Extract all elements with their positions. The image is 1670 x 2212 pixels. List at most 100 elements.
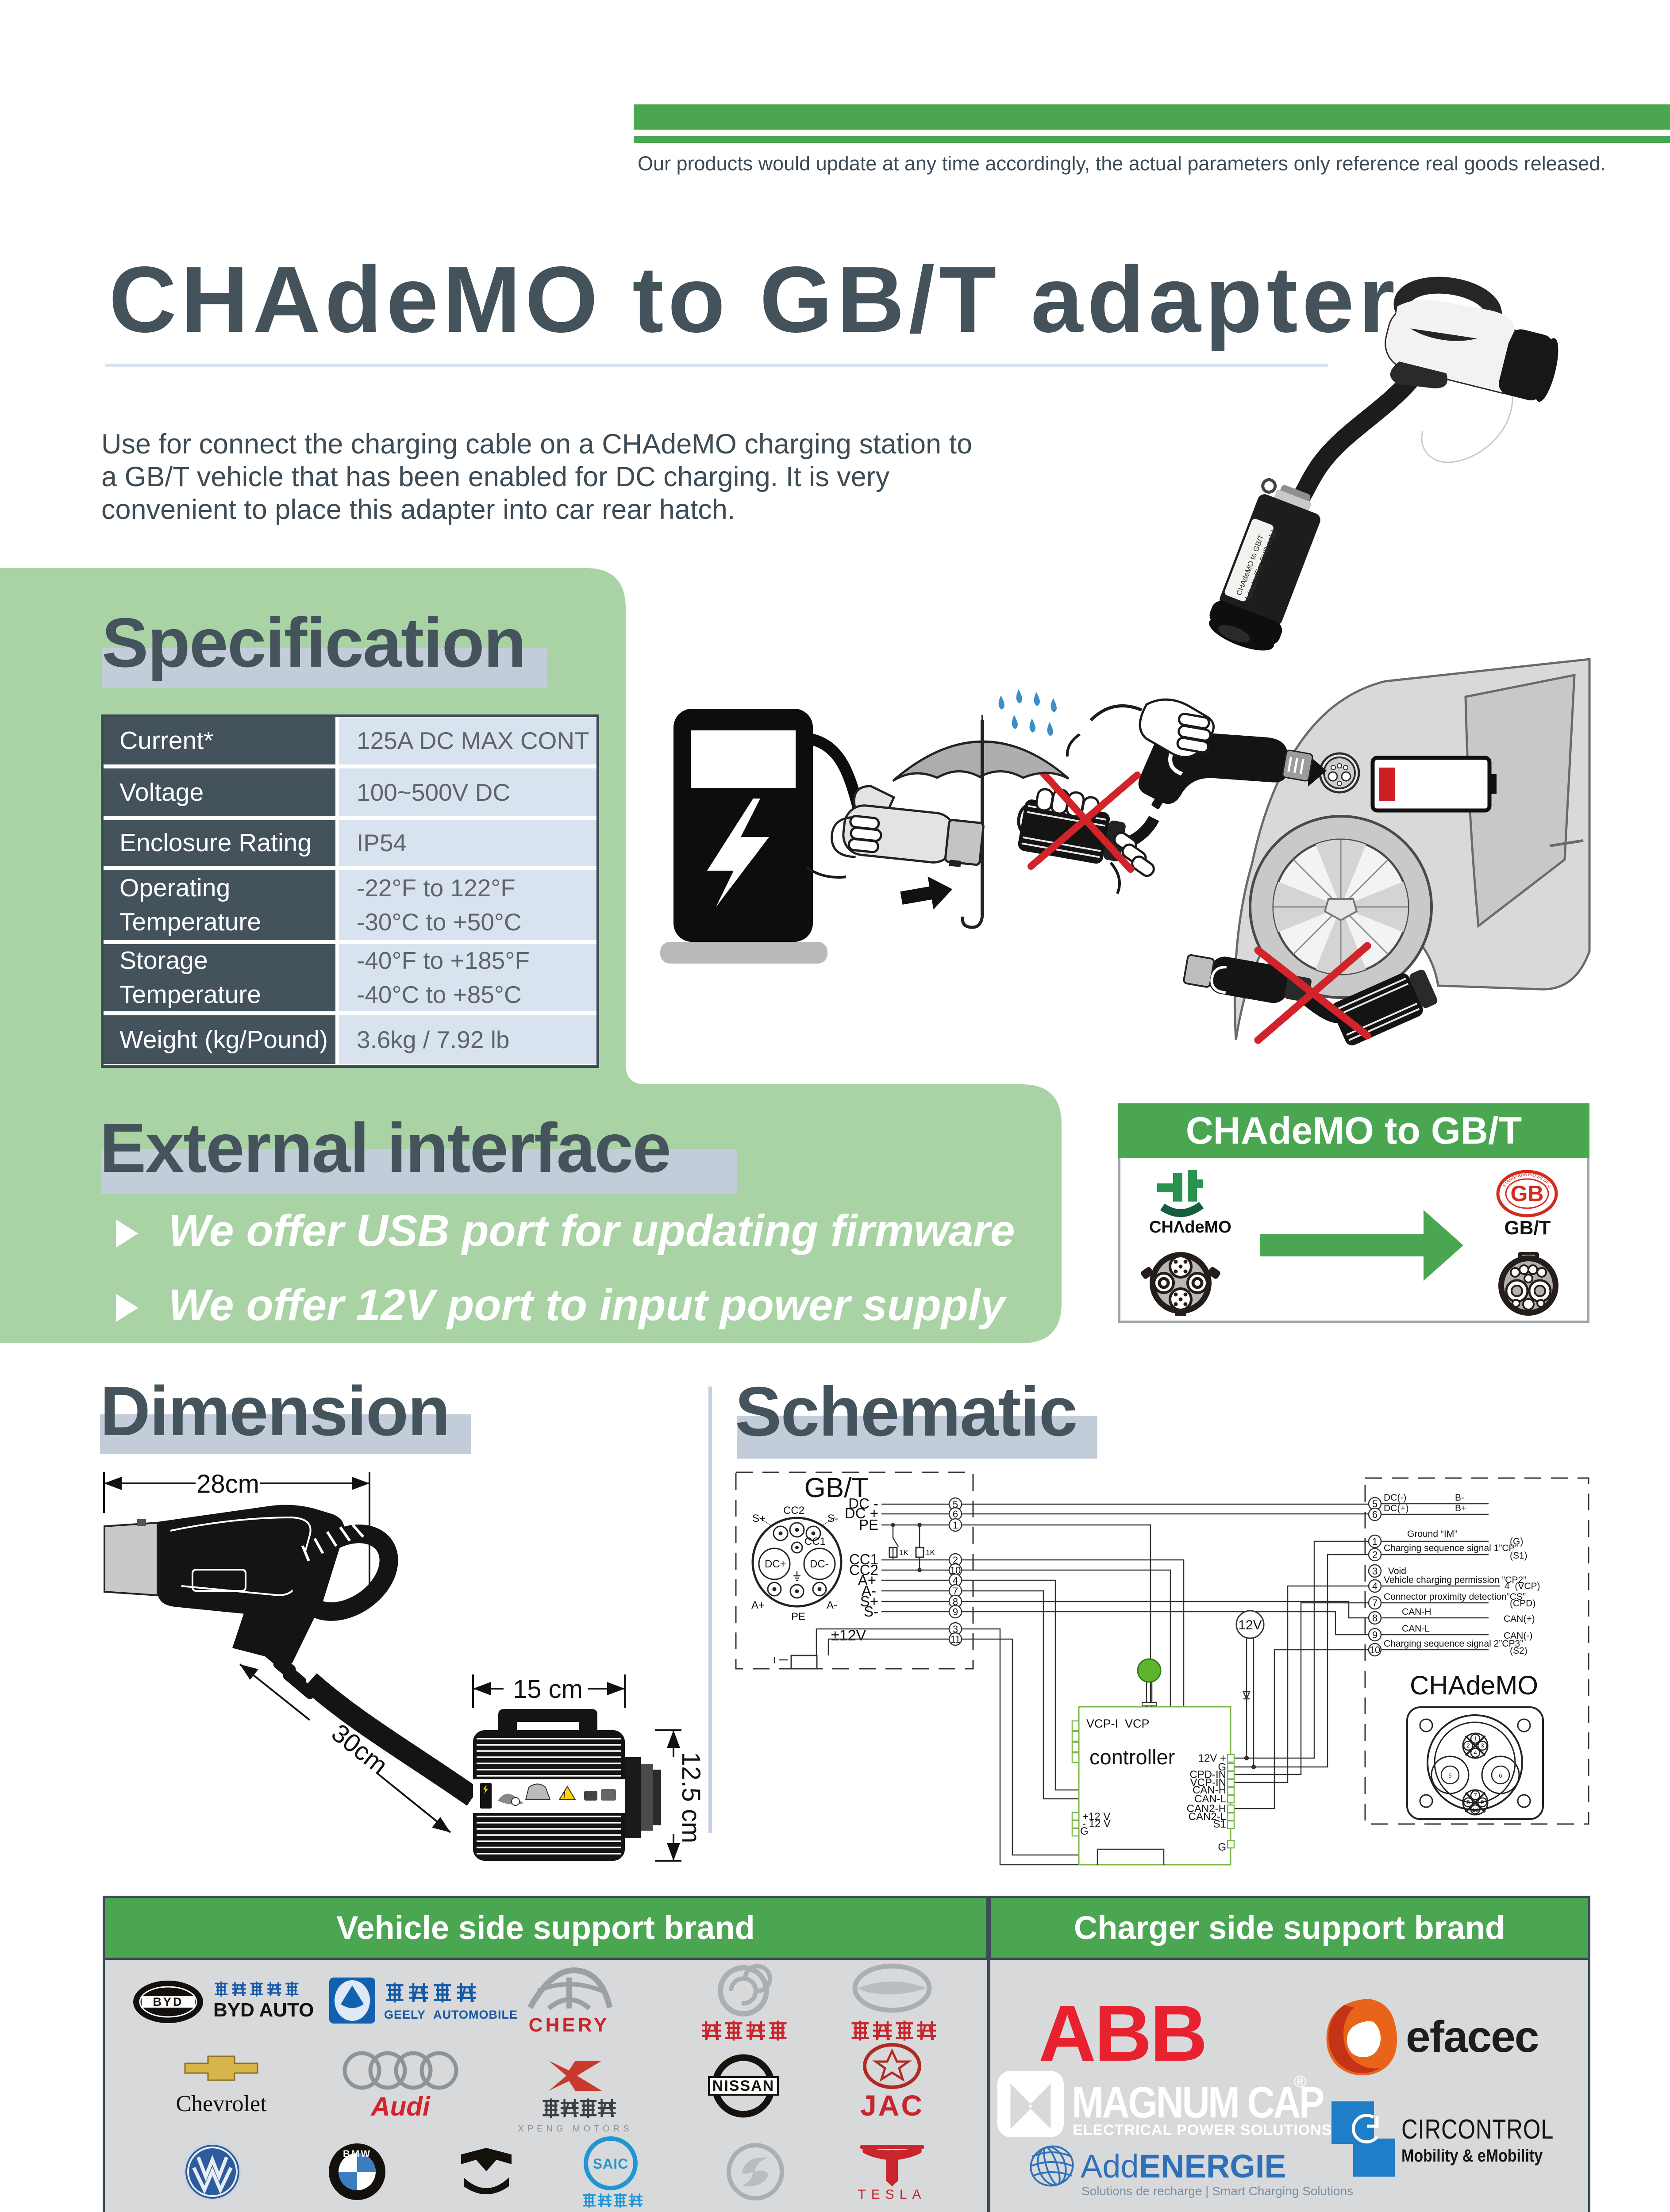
svg-text:VCP-I VCP: VCP-I VCP <box>1086 1717 1150 1730</box>
svg-text:CHΛdeMO: CHΛdeMO <box>1149 1218 1231 1237</box>
svg-text:- 12 V: - 12 V <box>1082 1818 1111 1830</box>
svg-text:DC+: DC+ <box>765 1558 786 1570</box>
svg-text:CHERY: CHERY <box>529 2014 609 2036</box>
svg-text:CAN-H: CAN-H <box>1193 1784 1226 1796</box>
svg-text:BYD: BYD <box>153 1995 183 2008</box>
svg-text:CAN2-H: CAN2-H <box>1187 1803 1226 1815</box>
svg-text:Ground “IM”: Ground “IM” <box>1407 1529 1457 1539</box>
svg-text:AddENERGIE: AddENERGIE <box>1081 2148 1286 2185</box>
svg-text:CC1: CC1 <box>804 1536 826 1548</box>
svg-text:10: 10 <box>950 1565 961 1576</box>
svg-text:S-: S- <box>827 1513 838 1525</box>
svg-text:(G): (G) <box>1510 1536 1523 1547</box>
svg-text:(S2): (S2) <box>1510 1646 1528 1656</box>
svg-text:MAGNUM CAP: MAGNUM CAP <box>1072 2078 1323 2127</box>
svg-text:G: G <box>1080 1825 1089 1837</box>
svg-text:3: 3 <box>953 1624 958 1635</box>
svg-text:®: ® <box>1294 2073 1306 2091</box>
svg-text:9: 9 <box>1372 1629 1378 1640</box>
svg-text:5: 5 <box>1448 1772 1451 1779</box>
svg-text:A+: A+ <box>751 1599 765 1611</box>
svg-text:CAN-L: CAN-L <box>1194 1793 1226 1805</box>
svg-text:CAN(+): CAN(+) <box>1504 1614 1535 1624</box>
svg-text:5: 5 <box>1372 1498 1378 1509</box>
svg-text:BYD AUTO: BYD AUTO <box>213 1999 314 2021</box>
svg-text:B-: B- <box>1455 1493 1464 1503</box>
svg-text:Mobility & eMobility: Mobility & eMobility <box>1401 2145 1543 2165</box>
svg-text:2: 2 <box>1466 1742 1470 1749</box>
svg-text:8: 8 <box>1372 1613 1378 1624</box>
svg-text:1K: 1K <box>899 1548 908 1557</box>
svg-text:Vehicle charging permission ”C: Vehicle charging permission ”CP2” <box>1384 1575 1526 1585</box>
svg-text:DC +: DC + <box>845 1505 878 1521</box>
svg-text:DC(+): DC(+) <box>1384 1503 1409 1513</box>
svg-text:Chevrolet: Chevrolet <box>176 2091 267 2116</box>
svg-text:CHAdeMO: CHAdeMO <box>1410 1671 1538 1700</box>
svg-text:10: 10 <box>1370 1644 1380 1655</box>
svg-text:5: 5 <box>953 1499 958 1510</box>
svg-text:CAN-H: CAN-H <box>1402 1607 1431 1617</box>
svg-text:CC2: CC2 <box>783 1505 804 1517</box>
svg-text:7: 7 <box>1474 1792 1477 1798</box>
svg-text:6: 6 <box>1372 1509 1378 1520</box>
svg-text:10: 10 <box>1472 1806 1478 1813</box>
svg-text:Audi: Audi <box>370 2092 431 2121</box>
svg-text:S+: S+ <box>752 1513 766 1525</box>
svg-text:!: ! <box>563 1791 566 1801</box>
svg-text:controller: controller <box>1089 1745 1175 1769</box>
svg-text:CC2: CC2 <box>849 1562 878 1578</box>
svg-text:6: 6 <box>1499 1772 1502 1779</box>
svg-text:CC1: CC1 <box>849 1551 878 1567</box>
svg-text:8: 8 <box>1466 1799 1470 1805</box>
svg-text:12V: 12V <box>1238 1618 1262 1632</box>
svg-text:CAN2-L: CAN2-L <box>1189 1811 1226 1823</box>
svg-text:4 (VCP): 4 (VCP) <box>1505 1581 1540 1591</box>
svg-text:DC -: DC - <box>848 1495 878 1512</box>
svg-text:GB: GB <box>1511 1181 1544 1206</box>
svg-text:Charging sequence signal 2”CP3: Charging sequence signal 2”CP3” <box>1384 1639 1523 1649</box>
svg-text:DC-: DC- <box>810 1558 829 1570</box>
svg-text:1: 1 <box>953 1520 958 1531</box>
svg-text:CAN-L: CAN-L <box>1402 1624 1430 1634</box>
svg-text:Connector proximity detection”: Connector proximity detection”CS” <box>1384 1592 1526 1602</box>
svg-text:1K: 1K <box>926 1548 935 1557</box>
svg-text:CPD-IN: CPD-IN <box>1189 1769 1226 1781</box>
svg-text:2: 2 <box>953 1555 958 1566</box>
svg-text:A-: A- <box>862 1582 876 1599</box>
svg-text:4: 4 <box>1372 1581 1378 1592</box>
svg-text:VCP-IN: VCP-IN <box>1190 1777 1226 1789</box>
svg-text:Void: Void <box>1388 1566 1406 1576</box>
svg-text:S-: S- <box>864 1603 878 1620</box>
svg-text:GEELY AUTOMOBILE: GEELY AUTOMOBILE <box>384 2008 518 2021</box>
svg-text:4: 4 <box>1474 1749 1477 1756</box>
svg-text:A-: A- <box>827 1599 837 1611</box>
svg-text:G: G <box>1218 1841 1226 1853</box>
svg-text:PE: PE <box>859 1517 878 1533</box>
svg-text:efacec: efacec <box>1406 2012 1538 2062</box>
svg-text:8: 8 <box>953 1596 958 1607</box>
svg-text:2: 2 <box>1372 1549 1378 1560</box>
svg-text:A+: A+ <box>858 1572 876 1588</box>
svg-text:12.5 cm: 12.5 cm <box>677 1752 705 1843</box>
svg-text:1: 1 <box>1474 1735 1477 1742</box>
svg-text:11: 11 <box>950 1634 961 1645</box>
svg-text:(S1): (S1) <box>1510 1551 1528 1561</box>
svg-text:GB/T: GB/T <box>1504 1217 1551 1239</box>
svg-text:JAC: JAC <box>860 2089 924 2122</box>
svg-text:ABB: ABB <box>1039 1989 1206 2078</box>
svg-text:15 cm: 15 cm <box>513 1675 583 1704</box>
svg-text:12V +: 12V + <box>1198 1752 1226 1764</box>
svg-text:TESLA: TESLA <box>858 2187 926 2202</box>
svg-text:DC(-): DC(-) <box>1384 1493 1406 1503</box>
svg-text:Charging sequence signal 1”CP”: Charging sequence signal 1”CP” <box>1384 1543 1518 1553</box>
svg-text:±12V: ±12V <box>831 1627 866 1644</box>
svg-text:4: 4 <box>953 1575 958 1586</box>
svg-text:28cm: 28cm <box>196 1470 259 1498</box>
svg-text:3: 3 <box>1481 1742 1484 1749</box>
svg-text:CIRCONTROL: CIRCONTROL <box>1401 2114 1554 2145</box>
svg-text:BMW: BMW <box>343 2148 371 2159</box>
svg-text:6: 6 <box>953 1509 958 1520</box>
svg-text:B+: B+ <box>1455 1503 1466 1513</box>
svg-text:GB/T: GB/T <box>804 1473 869 1503</box>
svg-text:CAN(-): CAN(-) <box>1504 1631 1532 1641</box>
